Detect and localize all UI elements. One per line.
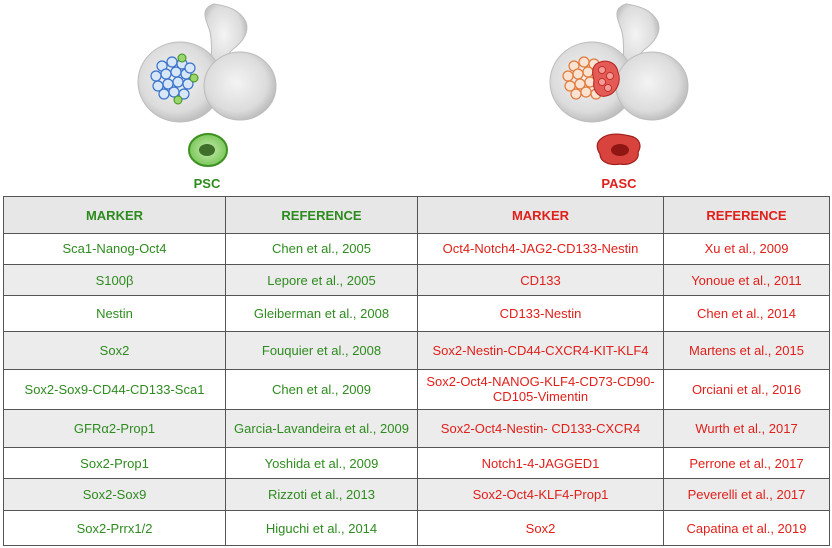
psc-reference-cell: Yoshida et al., 2009 xyxy=(225,446,418,480)
pasc-reference-header: REFERENCE xyxy=(663,196,830,234)
pasc-marker-cell: Sox2-Oct4-Nestin- CD133-CXCR4 xyxy=(417,408,664,448)
pasc-pituitary-illustration xyxy=(540,0,700,170)
pasc-reference-cell: Peverelli et al., 2017 xyxy=(663,478,830,512)
pasc-marker-header: MARKER xyxy=(417,196,664,234)
psc-marker-cell: Sox2-Prop1 xyxy=(3,446,226,480)
psc-reference-cell: Garcia-Lavandeira et al., 2009 xyxy=(225,408,418,448)
pasc-marker-cell: Sox2-Oct4-NANOG-KLF4-CD73-CD90- CD105-Vi… xyxy=(417,369,664,410)
psc-marker-cell: Sox2-Sox9 xyxy=(3,478,226,512)
psc-marker-cell: GFRα2-Prop1 xyxy=(3,408,226,448)
pasc-pituitary-image xyxy=(549,3,689,166)
psc-reference-cell: Chen et al., 2005 xyxy=(225,233,418,265)
psc-label: PSC xyxy=(193,176,221,191)
psc-marker-cell: S100β xyxy=(3,263,226,297)
psc-reference-cell: Gleiberman et al., 2008 xyxy=(225,295,418,333)
pasc-reference-cell: Perrone et al., 2017 xyxy=(663,446,830,480)
pasc-reference-cell: Yonoue et al., 2011 xyxy=(663,263,830,297)
pasc-marker-cell: Sox2 xyxy=(417,510,664,546)
psc-pituitary-image xyxy=(137,3,277,167)
marker-reference-table: MARKER REFERENCE MARKER REFERENCE Sca1-N… xyxy=(3,196,830,546)
psc-reference-cell: Lepore et al., 2005 xyxy=(225,263,418,297)
pasc-marker-cell: Sox2-Oct4-KLF4-Prop1 xyxy=(417,478,664,512)
pasc-reference-cell: Wurth et al., 2017 xyxy=(663,408,830,448)
pasc-reference-cell: Capatina et al., 2019 xyxy=(663,510,830,546)
table-header-row: MARKER REFERENCE MARKER REFERENCE xyxy=(3,196,830,234)
pasc-marker-cell: CD133-Nestin xyxy=(417,295,664,333)
pasc-label: PASC xyxy=(601,176,637,191)
psc-marker-cell: Nestin xyxy=(3,295,226,333)
psc-marker-cell: Sox2-Prrx1/2 xyxy=(3,510,226,546)
psc-marker-cell: Sox2 xyxy=(3,331,226,371)
pasc-reference-cell: Chen et al., 2014 xyxy=(663,295,830,333)
pasc-marker-cell: Oct4-Notch4-JAG2-CD133-Nestin xyxy=(417,233,664,265)
psc-reference-cell: Chen et al., 2009 xyxy=(225,369,418,410)
pasc-reference-cell: Xu et al., 2009 xyxy=(663,233,830,265)
psc-marker-cell: Sox2-Sox9-CD44-CD133-Sca1 xyxy=(3,369,226,410)
psc-reference-cell: Fouquier et al., 2008 xyxy=(225,331,418,371)
psc-reference-header: REFERENCE xyxy=(225,196,418,234)
psc-marker-cell: Sca1-Nanog-Oct4 xyxy=(3,233,226,265)
pasc-reference-cell: Orciani et al., 2016 xyxy=(663,369,830,410)
pasc-marker-cell: Notch1-4-JAGGED1 xyxy=(417,446,664,480)
pasc-marker-cell: Sox2-Nestin-CD44-CXCR4-KIT-KLF4 xyxy=(417,331,664,371)
psc-reference-cell: Higuchi et al., 2014 xyxy=(225,510,418,546)
psc-pituitary-illustration xyxy=(128,0,288,170)
psc-marker-header: MARKER xyxy=(3,196,226,234)
pasc-marker-cell: CD133 xyxy=(417,263,664,297)
pasc-reference-cell: Martens et al., 2015 xyxy=(663,331,830,371)
psc-reference-cell: Rizzoti et al., 2013 xyxy=(225,478,418,512)
